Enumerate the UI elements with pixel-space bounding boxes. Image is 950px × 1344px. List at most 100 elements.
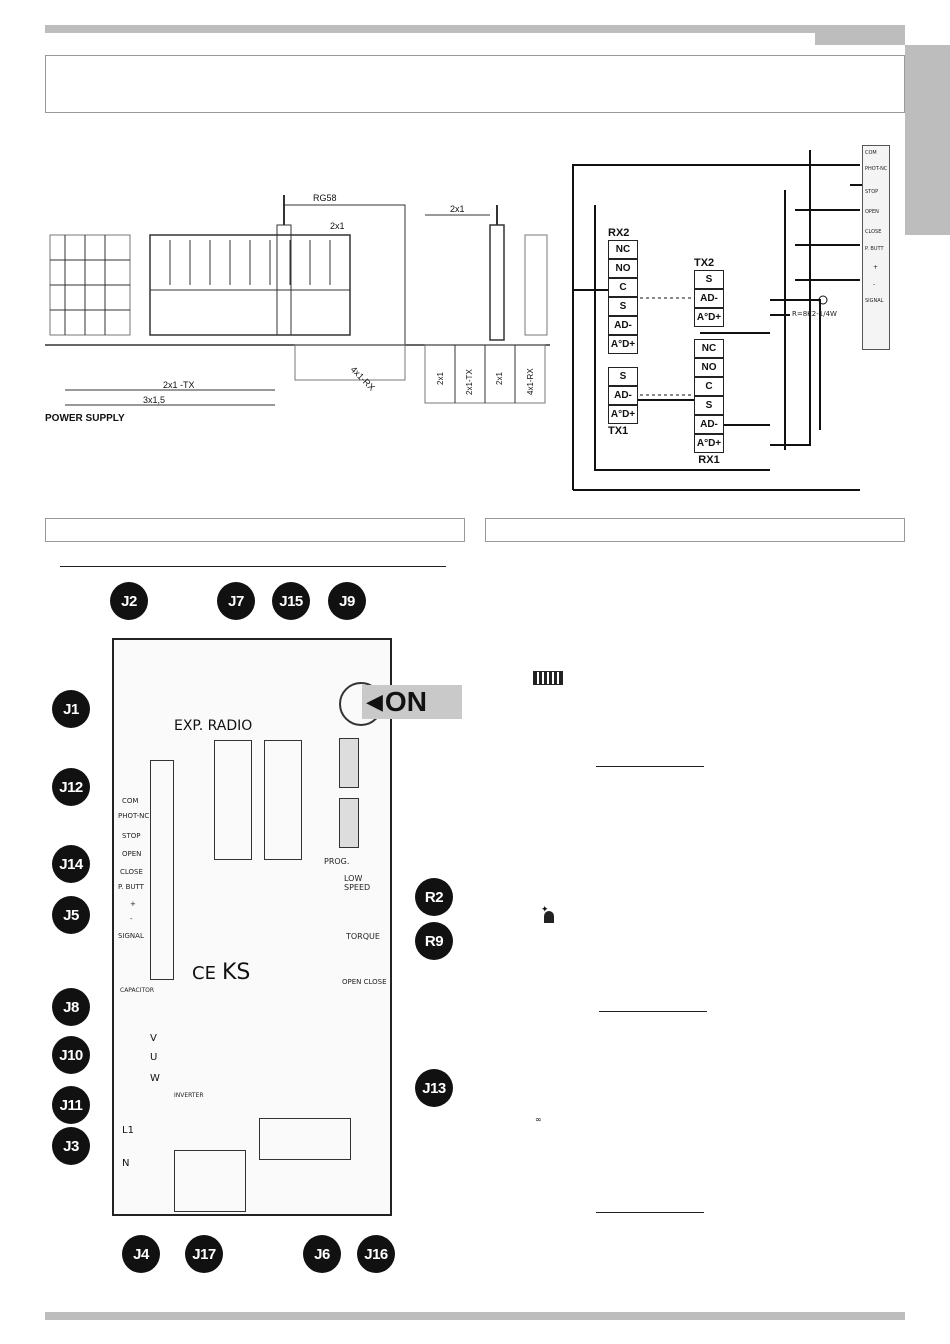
- bottom-rule: [45, 1312, 905, 1320]
- open-close-label: OPEN CLOSE: [342, 978, 387, 986]
- header-box: [45, 55, 905, 113]
- strip-label-com: COM: [865, 150, 877, 156]
- callout-j1: J1: [52, 690, 90, 728]
- tx1-title: TX1: [608, 425, 629, 437]
- section-header-right: [485, 518, 905, 542]
- motor-terminal-w: W: [150, 1073, 160, 1084]
- callout-j12: J12: [52, 768, 90, 806]
- relay-k1: [259, 1118, 351, 1160]
- rx2-terminal-no: NO: [608, 259, 638, 278]
- callout-j4: J4: [122, 1235, 160, 1273]
- terminal-block-j14: [150, 760, 174, 980]
- tx1-terminal-ad-plus: A°D+: [608, 405, 638, 424]
- gate-installation-diagram: RG58 2x1 2x1 4x1-RX 2x1 -TX 3x1,5 2x1 2x…: [45, 185, 555, 430]
- strip-label-signal: SIGNAL: [865, 298, 884, 304]
- power-terminal-n: N: [122, 1158, 130, 1169]
- exp-radio-label: EXP. RADIO: [174, 718, 253, 734]
- callout-j13: J13: [415, 1069, 453, 1107]
- left-underline: [60, 566, 446, 567]
- capacitor-label: CAPACITOR: [120, 987, 155, 994]
- inverter-label: INVERTER: [174, 1092, 204, 1099]
- gate-svg: RG58 2x1 2x1 4x1-RX 2x1 -TX 3x1,5 2x1 2x…: [45, 193, 550, 424]
- board-label-com: COM: [122, 797, 139, 805]
- callout-r2: R2: [415, 878, 453, 916]
- top-rule: [45, 25, 905, 33]
- callout-r9: R9: [415, 922, 453, 960]
- rx1-terminal-c: C: [694, 377, 724, 396]
- rx1-terminal-s: S: [694, 396, 724, 415]
- cable-2x1-tx-label: 2x1 -TX: [163, 380, 195, 390]
- tx2-block: TX2 S AD- A°D+: [694, 257, 724, 327]
- torque-label: TORQUE: [346, 932, 380, 941]
- board-label-minus: -: [130, 915, 133, 923]
- low-speed-label: LOW SPEED: [344, 874, 371, 892]
- transformer-block: [174, 1150, 246, 1212]
- callout-j8: J8: [52, 988, 90, 1026]
- top-rule-tab: [815, 33, 905, 45]
- tx1-block: S AD- A°D+ TX1: [608, 367, 638, 437]
- strip-label-close: CLOSE: [865, 229, 882, 235]
- callout-j5: J5: [52, 896, 90, 934]
- on-label: ON: [384, 686, 427, 717]
- tx1-terminal-s: S: [608, 367, 638, 386]
- rx1-terminal-ad-minus: AD-: [694, 415, 724, 434]
- strip-label-pbutt: P. BUTT: [865, 246, 884, 252]
- board-label-open: OPEN: [122, 850, 142, 858]
- motor-terminal-u: U: [150, 1052, 158, 1063]
- rx2-terminal-s: S: [608, 297, 638, 316]
- cable-2x1-label: 2x1: [330, 221, 345, 231]
- underline-3: [596, 1212, 704, 1213]
- vlabel-2: 2x1-TX: [465, 369, 474, 395]
- callout-j9: J9: [328, 582, 366, 620]
- right-edge-tab: [905, 45, 950, 235]
- rx2-terminal-ad-minus: AD-: [608, 316, 638, 335]
- arrow-left-icon: ◀: [366, 689, 383, 715]
- j1-slot: [214, 740, 252, 860]
- callout-j3: J3: [52, 1127, 90, 1165]
- callout-j6: J6: [303, 1235, 341, 1273]
- tx1-terminal-ad-minus: AD-: [608, 386, 638, 405]
- power-supply-label: POWER SUPPLY: [45, 413, 125, 424]
- photocell-wiring-diagram: RX2 NC NO C S AD- A°D+ TX2 S AD- A°D+ S …: [570, 145, 905, 495]
- rx1-terminal-ad-plus: A°D+: [694, 434, 724, 453]
- wiring-lines: [572, 150, 870, 491]
- rx1-terminal-no: NO: [694, 358, 724, 377]
- board-label-close: CLOSE: [120, 868, 143, 876]
- tx2-terminal-s: S: [694, 270, 724, 289]
- board-label-stop: STOP: [122, 832, 141, 840]
- rx2-terminal-ad-plus: A°D+: [608, 335, 638, 354]
- flashing-light-icon: ✦: [541, 905, 557, 923]
- power-terminal-l1: L1: [122, 1125, 134, 1136]
- control-board: EXP. RADIO PROG. LOW SPEED TORQUE OPEN C…: [112, 638, 392, 1216]
- tx2-terminal-ad-plus: A°D+: [694, 308, 724, 327]
- strip-label-minus: -: [873, 281, 876, 288]
- rx2-title: RX2: [608, 227, 630, 239]
- vlabel-3: 2x1: [495, 372, 504, 385]
- rx2-terminal-c: C: [608, 278, 638, 297]
- dip-switches-2: [339, 798, 359, 848]
- j15-slot: [264, 740, 302, 860]
- board-strip: COM PHOT-NC STOP OPEN CLOSE P. BUTT + - …: [862, 145, 890, 350]
- tx2-title: TX2: [694, 257, 715, 269]
- callout-j14: J14: [52, 845, 90, 883]
- rx2-terminal-nc: NC: [608, 240, 638, 259]
- motor-terminal-v: V: [150, 1033, 157, 1044]
- callout-j15: J15: [272, 582, 310, 620]
- rx1-block: NC NO C S AD- A°D+ RX1: [694, 339, 724, 466]
- vlabel-4: 4x1-RX: [526, 368, 535, 395]
- cable-4x1-rx-label: 4x1-RX: [349, 364, 377, 392]
- cable-2x1-right-label: 2x1: [450, 204, 465, 214]
- callout-j17: J17: [185, 1235, 223, 1273]
- resistor-label: R=8K2-1/4W: [792, 310, 837, 318]
- board-label-plus: +: [130, 900, 136, 908]
- strip-label-stop: STOP: [865, 189, 879, 195]
- underline-2: [599, 1011, 707, 1012]
- rx2-block: RX2 NC NO C S AD- A°D+: [608, 227, 638, 354]
- rx1-title: RX1: [698, 454, 720, 466]
- callout-j10: J10: [52, 1036, 90, 1074]
- underline-1: [596, 766, 704, 767]
- connector-icon: [533, 671, 563, 685]
- prog-label: PROG.: [324, 857, 350, 866]
- callout-j11: J11: [52, 1086, 90, 1124]
- tx2-terminal-ad-minus: AD-: [694, 289, 724, 308]
